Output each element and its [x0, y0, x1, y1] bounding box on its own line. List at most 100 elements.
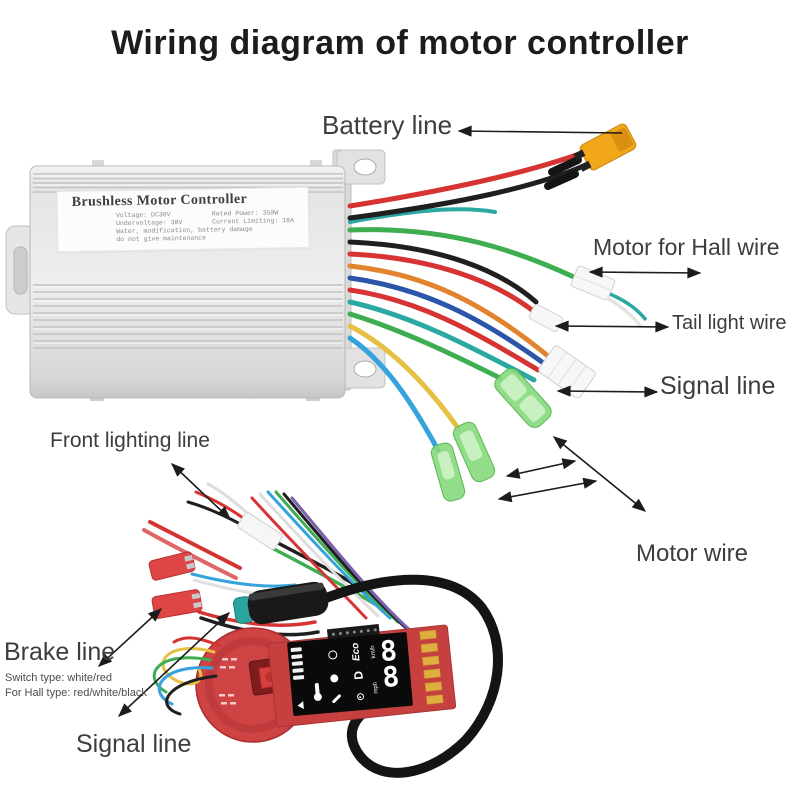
front-lighting-line-label: Front lighting line — [50, 429, 210, 452]
display-modes: Eco D — [343, 639, 373, 707]
wire-tail-red — [347, 251, 535, 313]
speed-display: Eco D km/h mph 88 — [287, 631, 413, 717]
mounting-ear-top-right — [336, 149, 386, 185]
arrow-hall — [588, 266, 702, 279]
controller-label: Brushless Motor Controller Voltage: DC36… — [56, 186, 310, 253]
eco-mode-label: Eco — [349, 641, 363, 662]
bundle-wire-blue — [266, 490, 392, 620]
drive-mode-label: D — [350, 670, 366, 681]
controller-name: Brushless Motor Controller — [71, 191, 248, 210]
brake-switch-type-note: Switch type: white/red — [5, 672, 112, 684]
motor-bullet-connector-3 — [430, 442, 466, 502]
battery-line-label: Battery line — [322, 110, 453, 140]
top-nub — [310, 160, 322, 168]
pin — [184, 554, 194, 562]
speed-readout: km/h mph 88 — [369, 633, 410, 705]
wire-motor-yellow — [347, 323, 461, 431]
crimp-sleeve — [500, 374, 527, 401]
page-title: Wiring diagram of motor controller — [111, 24, 689, 62]
connector-body — [148, 551, 196, 581]
crimp-sleeve — [519, 395, 546, 422]
tail-light-connector — [528, 303, 564, 333]
bundle-wire-purple — [290, 496, 414, 634]
wire-battery-black — [347, 161, 591, 221]
display-loop-cable — [321, 574, 503, 778]
bluetooth-icon — [356, 693, 364, 701]
unit-mph: mph — [372, 681, 380, 694]
signal-line-bottom-label: Signal line — [76, 730, 192, 758]
power-icon — [329, 674, 339, 683]
header-pins — [331, 628, 377, 636]
unit-kmh: km/h — [370, 645, 378, 659]
speed-value: 88 — [378, 633, 401, 695]
battery-bar — [292, 675, 305, 680]
barrel-connector — [232, 581, 329, 625]
power-wire-pink — [142, 528, 238, 580]
arrow-signal-bottom — [117, 612, 231, 717]
brake-wire-blue — [190, 572, 297, 588]
top-nub — [92, 160, 104, 168]
wire-signal-red — [347, 287, 541, 373]
wrench-icon — [331, 694, 342, 705]
wire-tail-black — [347, 239, 539, 305]
heatsink-ribs-bottom — [33, 284, 343, 349]
arrow-signal-right — [556, 385, 659, 398]
xt60-pin — [573, 149, 586, 161]
crimp-sleeve — [459, 430, 483, 461]
controller-specs: Voltage: DC36V Rated Power: 350W Undervo… — [116, 209, 308, 228]
connector-body — [237, 512, 283, 550]
power-wire-red — [148, 520, 242, 570]
motor-hall-wire-label: Motor for Hall wire — [593, 234, 780, 260]
pin-divider — [547, 351, 567, 379]
pin — [191, 592, 201, 600]
callout-arrows — [97, 125, 702, 717]
brake-jst-connector-1 — [148, 551, 196, 581]
headlight-icon — [327, 649, 338, 660]
arrow-motor-3 — [497, 477, 598, 503]
arrow-motor-2 — [505, 458, 577, 479]
battery-bar — [291, 661, 304, 667]
wire-hall-green — [347, 227, 579, 281]
gold-pads — [419, 629, 444, 705]
wire-signal-blue — [347, 275, 545, 365]
xt60-pin — [579, 160, 592, 172]
brake-line-label: Brake line — [4, 638, 116, 666]
mounting-slot-left — [13, 246, 28, 295]
connector-seam — [574, 275, 612, 291]
battery-bar — [292, 668, 304, 673]
rib-highlights — [33, 175, 343, 344]
pin-divider — [557, 358, 577, 386]
battery-bar — [291, 654, 303, 660]
bundle-wire-white — [258, 492, 380, 618]
xt60-battery-connector — [573, 123, 637, 172]
signal-line-right-label: Signal line — [660, 372, 776, 400]
wire-signal-teal — [347, 299, 537, 383]
battery-bar — [290, 647, 302, 653]
hall-connector — [570, 265, 616, 301]
wire-battery-red — [347, 149, 588, 209]
thermometer-icon — [314, 682, 320, 697]
bundle-wire-red — [250, 496, 368, 620]
crimp-sleeve — [437, 451, 455, 480]
tail-light-wire-label: Tail light wire — [672, 312, 787, 334]
arrow-battery — [457, 125, 623, 137]
motor-controller-box — [5, 149, 386, 401]
hall-stub-teal — [609, 292, 648, 322]
brake-jst-connector-2 — [151, 589, 203, 619]
controller-wires — [347, 149, 591, 453]
wire-motor-green — [347, 311, 503, 381]
arrow-motor-1 — [552, 436, 647, 512]
pin — [193, 601, 202, 609]
motor-wire-label: Motor wire — [636, 540, 749, 567]
motor-bullet-connector-2 — [452, 421, 496, 483]
heatshrink — [548, 156, 582, 176]
connector-body — [528, 303, 564, 333]
heatshrink — [544, 170, 579, 190]
barrel-highlight — [248, 582, 324, 601]
pointer-icon — [297, 701, 304, 710]
wire-teal-loose — [348, 207, 497, 224]
ear-hole — [353, 158, 377, 176]
wire-motor-blue — [347, 335, 441, 453]
brake-hall-type-note: For Hall type: red/white/black — [5, 687, 147, 699]
